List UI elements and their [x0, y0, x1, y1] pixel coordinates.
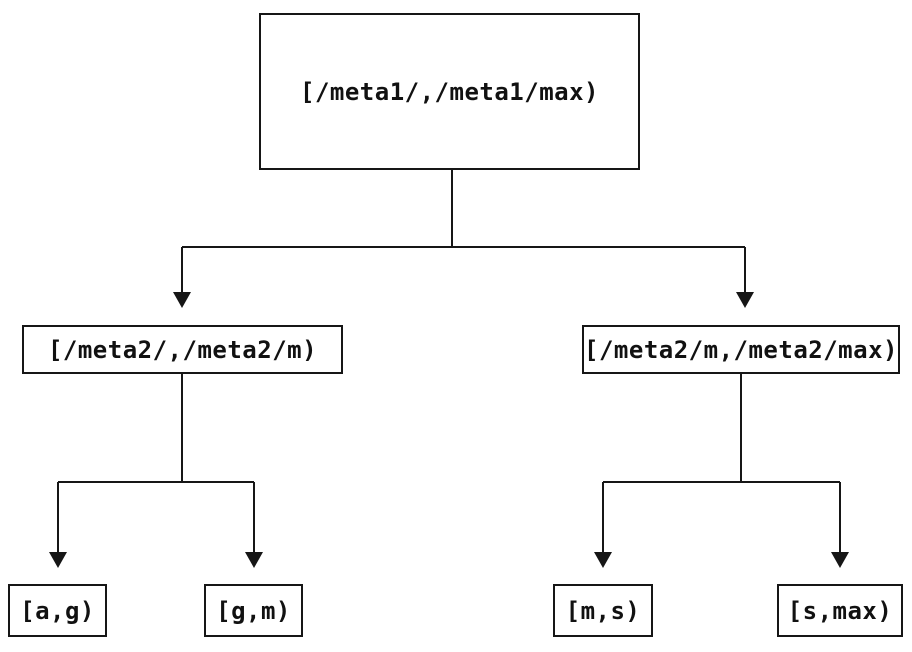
tree-node-leaf-ag: [a,g) [8, 584, 107, 637]
arrowhead-leaf-smax [831, 552, 849, 568]
node-label: [g,m) [216, 596, 291, 625]
tree-node-leaf-ms: [m,s) [553, 584, 653, 637]
node-label: [m,s) [565, 596, 641, 625]
arrowhead-leaf-ag [49, 552, 67, 568]
tree-node-meta2-right: [/meta2/m,/meta2/max) [582, 325, 900, 374]
tree-node-leaf-smax: [s,max) [777, 584, 903, 637]
node-label: [/meta2/,/meta2/m) [47, 335, 318, 364]
node-label: [s,max) [787, 596, 893, 625]
arrowhead-meta2-right [736, 292, 754, 308]
arrowhead-leaf-ms [594, 552, 612, 568]
node-label: [/meta2/m,/meta2/max) [584, 335, 898, 364]
tree-node-root: [/meta1/,/meta1/max) [259, 13, 640, 170]
tree-node-leaf-gm: [g,m) [204, 584, 303, 637]
arrowhead-leaf-gm [245, 552, 263, 568]
node-label: [/meta1/,/meta1/max) [300, 77, 599, 106]
node-label: [a,g) [20, 596, 95, 625]
arrowhead-meta2-left [173, 292, 191, 308]
tree-node-meta2-left: [/meta2/,/meta2/m) [22, 325, 343, 374]
